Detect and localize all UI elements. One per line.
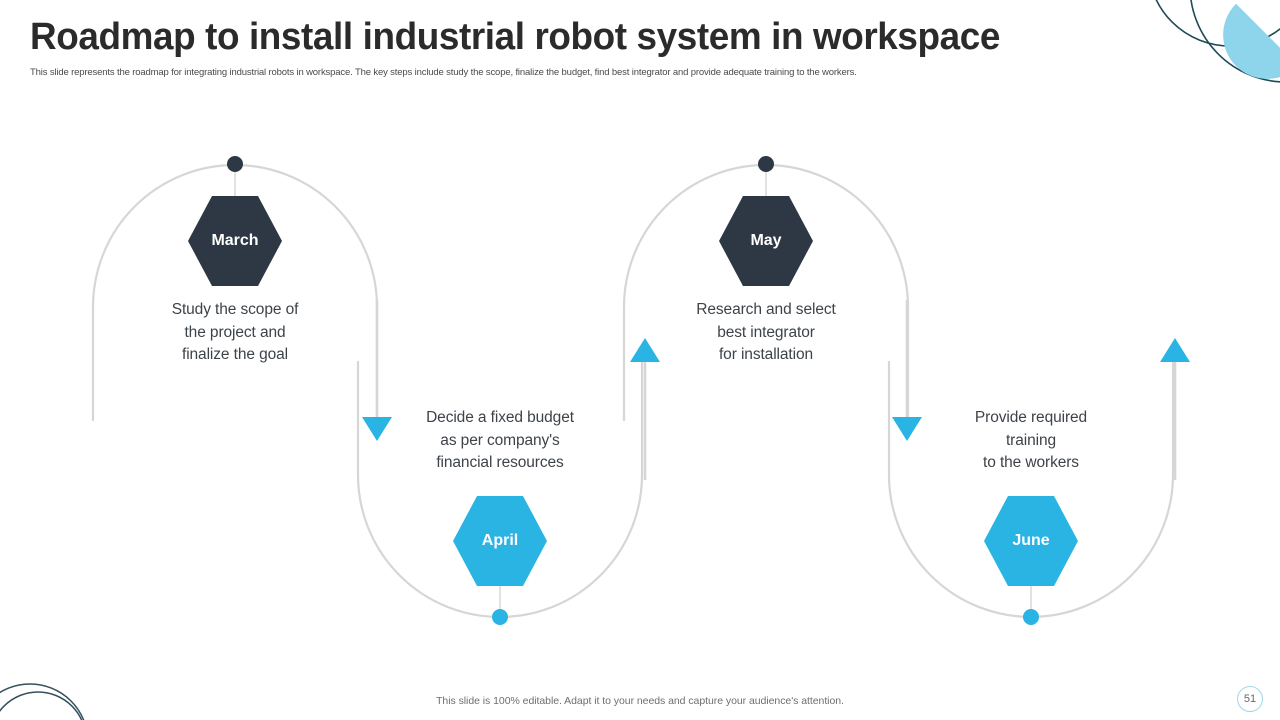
- step-description-line: training: [1005, 431, 1057, 449]
- decoration-arcs-bottom-left: [0, 683, 85, 720]
- step-description-line: to the workers: [983, 454, 1079, 471]
- step-description-line: the project and: [184, 323, 286, 341]
- flow-arrow-up-1: [630, 338, 660, 480]
- step-description-line: Decide a fixed budget: [426, 409, 574, 426]
- hexagon-april: [453, 496, 547, 586]
- step-description-april: Decide a fixed budget as per company's f…: [370, 407, 630, 475]
- footer-note: This slide is 100% editable. Adapt it to…: [436, 695, 844, 707]
- milestone-dot-march: [227, 156, 243, 172]
- segment-may: [622, 156, 910, 422]
- segment-june: [887, 360, 1175, 625]
- hexagon-june: [984, 496, 1078, 586]
- triangle-down-icon: [362, 417, 392, 441]
- step-description-line: best integrator: [717, 323, 815, 341]
- step-description-line: as per company's: [440, 431, 560, 449]
- triangle-up-icon: [1160, 338, 1190, 362]
- flow-arrow-down-2: [892, 300, 922, 441]
- step-description-line: financial resources: [436, 454, 564, 471]
- milestone-dot-june: [1023, 609, 1039, 625]
- step-description-line: Research and select: [696, 301, 836, 318]
- flow-arrow-down-1: [362, 300, 392, 441]
- page-title: Roadmap to install industrial robot syst…: [30, 16, 1000, 58]
- step-description-line: finalize the goal: [181, 346, 288, 363]
- step-description-line: Study the scope of: [171, 301, 299, 318]
- segment-april: [356, 360, 644, 625]
- triangle-up-icon: [630, 338, 660, 362]
- hexagon-march: [188, 196, 282, 286]
- decoration-teardrop-icon: [1223, 3, 1280, 79]
- hexagon-may: [719, 196, 813, 286]
- step-description-line: for installation: [718, 346, 814, 363]
- flow-arrow-up-2: [1160, 338, 1190, 480]
- step-description-line: Provide required: [974, 409, 1088, 426]
- page-number-badge: 51: [1237, 686, 1263, 712]
- segment-march: [91, 156, 379, 422]
- page-subtitle: This slide represents the roadmap for in…: [30, 67, 857, 78]
- step-description-may: Research and select best integrator for …: [636, 299, 896, 367]
- step-description-march: Study the scope of the project and final…: [105, 299, 365, 367]
- milestone-dot-april: [492, 609, 508, 625]
- milestone-dot-may: [758, 156, 774, 172]
- step-description-june: Provide required training to the workers: [901, 407, 1161, 475]
- triangle-down-icon: [892, 417, 922, 441]
